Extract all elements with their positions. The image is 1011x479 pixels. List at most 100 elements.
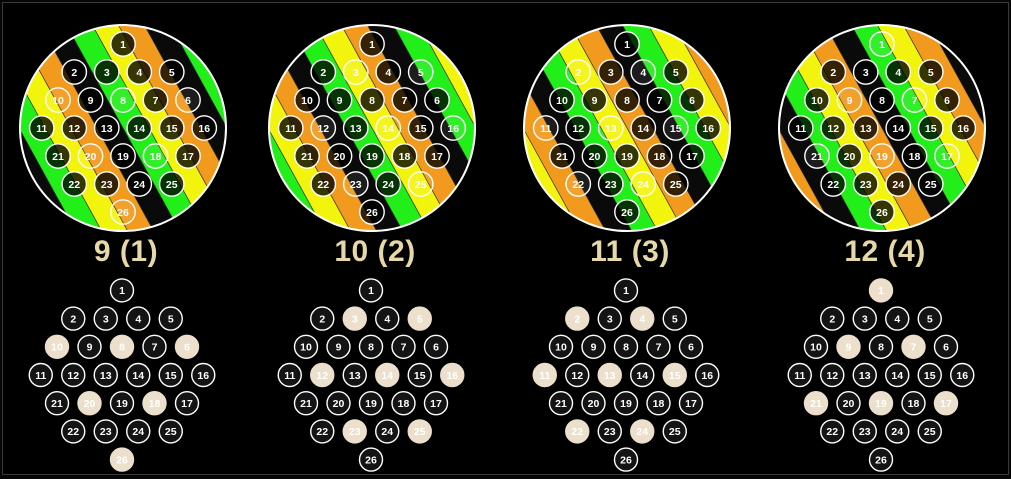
element-number: 8 xyxy=(368,342,374,354)
element-number: 26 xyxy=(876,207,888,219)
element-node: 11 xyxy=(278,364,301,387)
element-number: 15 xyxy=(165,370,177,382)
element-node: 8 xyxy=(615,335,638,358)
element-number: 22 xyxy=(826,426,838,438)
element-number: 10 xyxy=(810,342,822,354)
element-number: 24 xyxy=(133,179,145,191)
element-node: 8 xyxy=(870,88,894,112)
element-node: 15 xyxy=(160,116,184,140)
element-node: 6 xyxy=(176,88,200,112)
element-number: 1 xyxy=(369,39,375,51)
element-node: 3 xyxy=(599,60,623,84)
element-node: 13 xyxy=(599,116,623,140)
element-node: 24 xyxy=(886,172,910,196)
element-number: 23 xyxy=(100,426,112,438)
element-number: 26 xyxy=(116,454,128,466)
element-node: 9 xyxy=(78,88,102,112)
element-number: 6 xyxy=(434,95,440,107)
element-node: 11 xyxy=(279,116,303,140)
element-number: 14 xyxy=(892,123,904,135)
element-number: 2 xyxy=(320,67,326,79)
element-number: 6 xyxy=(689,95,695,107)
element-number: 8 xyxy=(623,342,629,354)
element-number: 1 xyxy=(878,285,884,297)
element-node: 11 xyxy=(533,364,556,387)
element-number: 5 xyxy=(418,67,424,79)
element-node: 6 xyxy=(176,335,199,358)
element-number: 13 xyxy=(860,123,872,135)
element-number: 20 xyxy=(333,398,345,410)
element-number: 16 xyxy=(446,370,458,382)
element-number: 18 xyxy=(149,398,161,410)
element-node: 9 xyxy=(327,335,350,358)
element-number: 11 xyxy=(794,370,805,382)
panel-title: 9 (1) xyxy=(1,235,251,269)
element-number: 4 xyxy=(135,313,141,325)
element-node: 19 xyxy=(615,144,639,168)
element-number: 13 xyxy=(605,123,617,135)
element-number: 2 xyxy=(71,67,77,79)
element-number: 1 xyxy=(879,39,885,51)
element-node: 6 xyxy=(425,335,448,358)
element-node: 18 xyxy=(902,144,926,168)
element-node: 18 xyxy=(902,392,925,415)
element-node: 17 xyxy=(935,392,958,415)
element-number: 16 xyxy=(702,123,714,135)
element-number: 4 xyxy=(136,67,142,79)
element-number: 17 xyxy=(941,151,953,163)
element-number: 13 xyxy=(100,370,112,382)
element-node: 5 xyxy=(409,60,433,84)
element-number: 16 xyxy=(198,123,210,135)
element-node: 15 xyxy=(664,116,688,140)
element-node: 12 xyxy=(311,364,334,387)
element-node: 5 xyxy=(159,307,182,330)
element-number: 25 xyxy=(669,426,681,438)
element-node: 4 xyxy=(631,60,655,84)
element-node: 2 xyxy=(311,60,335,84)
element-node: 19 xyxy=(360,392,383,415)
element-node: 20 xyxy=(327,392,350,415)
element-node: 24 xyxy=(376,420,399,443)
element-number: 8 xyxy=(624,95,630,107)
element-number: 13 xyxy=(101,123,113,135)
element-node: 18 xyxy=(647,144,671,168)
element-number: 14 xyxy=(637,123,649,135)
element-number: 20 xyxy=(843,398,855,410)
element-node: 14 xyxy=(886,116,910,140)
element-node: 24 xyxy=(631,420,654,443)
element-node: 21 xyxy=(805,392,828,415)
element-node: 4 xyxy=(886,60,910,84)
element-number: 17 xyxy=(431,151,443,163)
element-node: 9 xyxy=(327,88,351,112)
element-node: 22 xyxy=(62,172,86,196)
element-number: 1 xyxy=(368,285,374,297)
element-node: 24 xyxy=(127,420,150,443)
element-number: 4 xyxy=(894,313,900,325)
element-number: 21 xyxy=(811,151,823,163)
element-node: 7 xyxy=(902,88,926,112)
element-node: 4 xyxy=(127,60,151,84)
element-number: 15 xyxy=(669,370,681,382)
element-number: 4 xyxy=(384,313,390,325)
element-node: 6 xyxy=(680,335,703,358)
element-node: 16 xyxy=(441,364,464,387)
element-number: 12 xyxy=(826,370,838,382)
element-node: 16 xyxy=(951,364,974,387)
element-node: 23 xyxy=(94,420,117,443)
element-number: 19 xyxy=(620,398,632,410)
element-node: 3 xyxy=(853,307,876,330)
element-node: 26 xyxy=(615,448,638,471)
element-number: 12 xyxy=(572,123,584,135)
element-node: 10 xyxy=(295,88,319,112)
element-node: 12 xyxy=(311,116,335,140)
element-number: 7 xyxy=(402,95,408,107)
element-node: 2 xyxy=(821,307,844,330)
element-number: 2 xyxy=(319,313,325,325)
element-node: 20 xyxy=(582,392,605,415)
element-number: 9 xyxy=(846,342,852,354)
element-node: 25 xyxy=(664,172,688,196)
element-node: 9 xyxy=(582,88,606,112)
element-node: 10 xyxy=(805,335,828,358)
element-number: 16 xyxy=(956,370,968,382)
element-number: 8 xyxy=(369,95,375,107)
